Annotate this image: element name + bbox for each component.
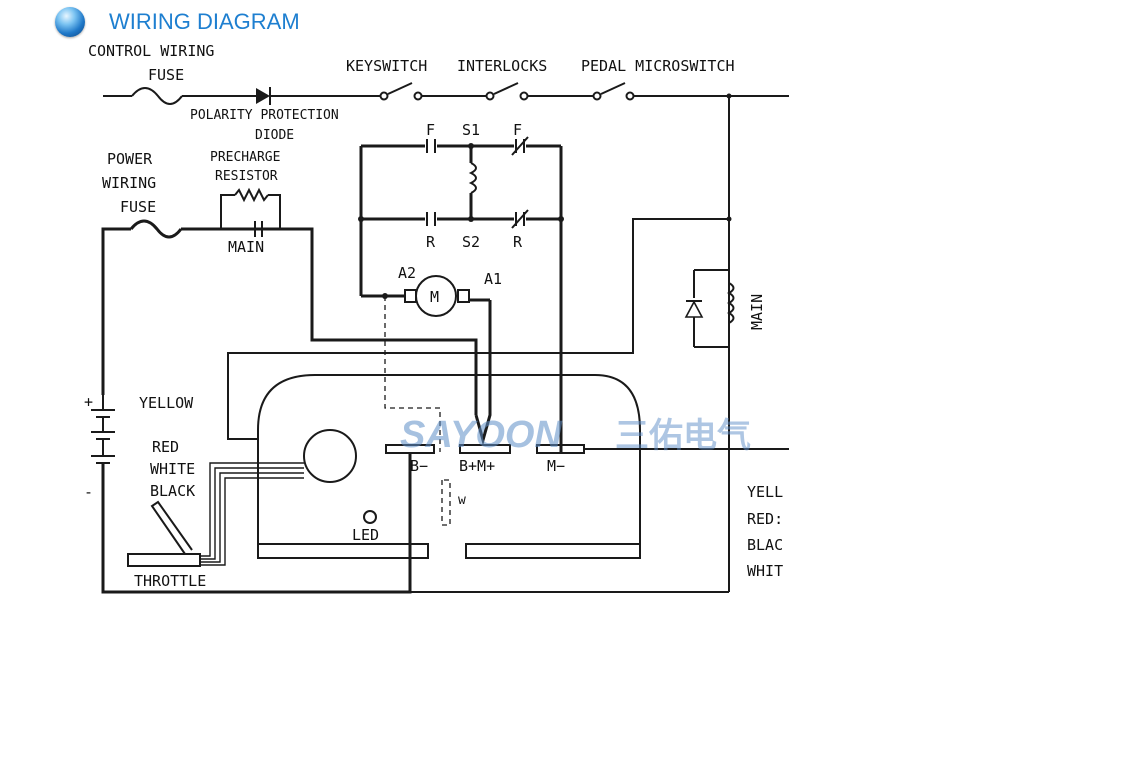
keyswitch-symbol <box>379 82 423 101</box>
label-main-contact: MAIN <box>228 238 264 256</box>
main-contactor-precharge <box>220 187 281 237</box>
watermark-latin: SAYOON <box>400 414 563 456</box>
label-r-right: R <box>513 233 523 251</box>
label-black: BLACK <box>150 482 195 500</box>
page-title: WIRING DIAGRAM <box>109 9 300 34</box>
label-s1: S1 <box>462 121 480 139</box>
legend-white: WHIT <box>747 562 783 580</box>
legend-black: BLAC <box>747 536 783 554</box>
control-fuse-symbol <box>131 87 183 105</box>
label-w: w <box>458 493 466 508</box>
label-wiring: WIRING <box>102 174 156 192</box>
interlocks-switch-symbol <box>485 82 529 101</box>
label-resistor: RESISTOR <box>215 169 278 184</box>
label-precharge: PRECHARGE <box>210 150 280 165</box>
label-throttle: THROTTLE <box>134 572 206 590</box>
section-header: WIRING DIAGRAM <box>55 4 300 40</box>
label-b-minus: B− <box>410 457 428 475</box>
label-b-plus-m-plus: B+M+ <box>459 457 495 475</box>
label-a1: A1 <box>484 270 502 288</box>
legend-yellow: YELL <box>747 483 783 501</box>
label-m-minus: M− <box>547 457 565 475</box>
motor-symbol <box>361 275 470 317</box>
label-battery-plus: + <box>84 393 93 411</box>
blue-sphere-bullet-icon <box>55 7 85 37</box>
led-indicator <box>363 510 377 524</box>
label-r-left: R <box>426 233 436 251</box>
direction-contactors <box>358 136 564 452</box>
field-winding-s1-s2 <box>468 162 477 194</box>
polarity-diode-symbol <box>256 87 271 105</box>
label-a2: A2 <box>398 264 416 282</box>
pedal-microswitch-symbol <box>592 82 635 101</box>
controller-outline <box>257 374 789 559</box>
label-f-right: F <box>513 121 522 139</box>
control-wiring-line <box>103 82 789 105</box>
battery-symbol <box>91 395 729 594</box>
label-control-wiring: CONTROL WIRING <box>88 42 214 60</box>
watermark-cjk: 三佑电气 <box>615 416 751 456</box>
label-white: WHITE <box>150 460 195 478</box>
label-diode: DIODE <box>255 128 294 143</box>
label-main-coil: MAIN <box>748 294 766 330</box>
label-motor: M <box>430 288 439 306</box>
label-yellow: YELLOW <box>139 394 194 412</box>
throttle-symbol <box>127 462 304 567</box>
label-polarity-protection: POLARITY PROTECTION <box>190 108 339 123</box>
battery-positive-wire <box>101 227 131 395</box>
label-keyswitch: KEYSWITCH <box>346 57 427 75</box>
label-red: RED <box>152 438 179 456</box>
label-led: LED <box>352 526 379 544</box>
label-power-fuse: FUSE <box>120 198 156 216</box>
label-battery-minus: - <box>84 483 93 501</box>
label-s2: S2 <box>462 233 480 251</box>
label-interlocks: INTERLOCKS <box>457 57 547 75</box>
label-pedal-microswitch: PEDAL MICROSWITCH <box>581 57 735 75</box>
power-fuse-symbol <box>129 219 183 239</box>
legend-red: RED: <box>747 510 783 528</box>
label-control-fuse: FUSE <box>148 66 184 84</box>
label-f-left: F <box>426 121 435 139</box>
main-coil-circuit <box>227 96 735 592</box>
label-power: POWER <box>107 150 153 168</box>
